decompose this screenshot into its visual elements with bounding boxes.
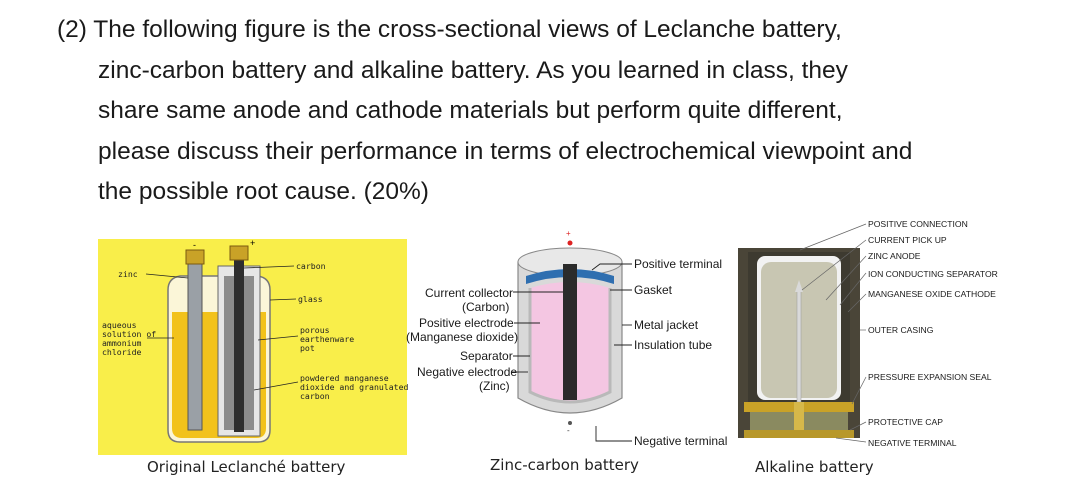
label-aqueous-1: aqueous bbox=[102, 320, 137, 330]
label-glass: glass bbox=[298, 294, 323, 304]
label-negative-terminal: Negative terminal bbox=[634, 434, 727, 448]
zinc-carbon-figure: + - Current collector (Carbon) Positive … bbox=[406, 229, 727, 474]
pin-tip bbox=[795, 280, 803, 292]
caption-alkaline: Alkaline battery bbox=[755, 458, 874, 476]
label-powdered-2: dioxide and granulated bbox=[300, 382, 409, 392]
carbon-rod bbox=[234, 258, 244, 432]
label-powdered-1: powdered manganese bbox=[300, 373, 389, 383]
label-positive-electrode-1: Positive electrode bbox=[419, 316, 514, 330]
label-manganese-cathode: MANGANESE OXIDE CATHODE bbox=[868, 289, 996, 299]
zinc-terminal bbox=[185, 249, 205, 265]
label-negative-electrode-1: Negative electrode bbox=[417, 365, 517, 379]
protective-cap-shape bbox=[744, 430, 854, 438]
leclanche-plus-sign: + bbox=[250, 238, 255, 248]
caption-zinc-carbon: Zinc-carbon battery bbox=[490, 456, 639, 474]
label-positive-connection: POSITIVE CONNECTION bbox=[868, 219, 968, 229]
label-outer-casing: OUTER CASING bbox=[868, 325, 934, 335]
label-pressure-seal: PRESSURE EXPANSION SEAL bbox=[868, 372, 992, 382]
zinc-carbon-minus-sign: - bbox=[567, 426, 570, 435]
carbon-terminal bbox=[229, 245, 249, 261]
label-current-collector-2: (Carbon) bbox=[462, 300, 509, 314]
label-positive-terminal: Positive terminal bbox=[634, 257, 722, 271]
label-positive-electrode-2: (Manganese dioxide) bbox=[406, 330, 518, 344]
zinc-rod bbox=[187, 261, 203, 431]
positive-dot bbox=[567, 240, 573, 246]
zinc-lining bbox=[528, 288, 612, 404]
label-insulation-tube: Insulation tube bbox=[634, 338, 712, 352]
current-pin bbox=[796, 289, 802, 403]
label-zinc-anode: ZINC ANODE bbox=[868, 251, 921, 261]
question-line-2: zinc-carbon battery and alkaline battery… bbox=[98, 56, 848, 84]
leclanche-figure: - + zinc carbon glass aqueous solution o… bbox=[98, 238, 409, 476]
label-negative-electrode-2: (Zinc) bbox=[479, 379, 510, 393]
carbon-collector-rod bbox=[563, 264, 577, 400]
seal-center bbox=[794, 402, 804, 432]
caption-leclanche: Original Leclanché battery bbox=[147, 458, 346, 476]
label-metal-jacket: Metal jacket bbox=[634, 318, 699, 332]
question-line-5: the possible root cause. (20%) bbox=[98, 178, 429, 205]
question-line-1: (2) The following figure is the cross-se… bbox=[57, 16, 842, 43]
question-text: (2) The following figure is the cross-se… bbox=[57, 10, 1047, 213]
label-ion-separator: ION CONDUCTING SEPARATOR bbox=[868, 269, 998, 279]
label-current-pick-up: CURRENT PICK UP bbox=[868, 235, 947, 245]
label-porous-2: earthenware bbox=[300, 334, 354, 344]
question-line-4: please discuss their performance in term… bbox=[98, 137, 913, 165]
leclanche-minus-sign: - bbox=[193, 240, 196, 250]
label-porous-3: pot bbox=[300, 343, 315, 353]
label-negative-terminal-alkaline: NEGATIVE TERMINAL bbox=[868, 438, 957, 448]
label-aqueous-3: ammonium bbox=[102, 338, 142, 348]
label-current-collector-1: Current collector bbox=[425, 286, 513, 300]
label-separator: Separator bbox=[460, 349, 513, 363]
label-zinc: zinc bbox=[118, 269, 138, 279]
label-carbon: carbon bbox=[296, 261, 326, 271]
question-line-3: share same anode and cathode materials b… bbox=[98, 97, 843, 124]
label-aqueous-2: solution of bbox=[102, 329, 156, 339]
zinc-carbon-plus-sign: + bbox=[566, 229, 571, 238]
label-gasket: Gasket bbox=[634, 283, 673, 297]
alkaline-figure: POSITIVE CONNECTION CURRENT PICK UP ZINC… bbox=[732, 219, 998, 476]
label-protective-cap: PROTECTIVE CAP bbox=[868, 417, 943, 427]
negative-dot bbox=[568, 421, 572, 425]
label-porous-1: porous bbox=[300, 325, 330, 335]
label-aqueous-4: chloride bbox=[102, 347, 142, 357]
label-powdered-3: carbon bbox=[300, 391, 330, 401]
